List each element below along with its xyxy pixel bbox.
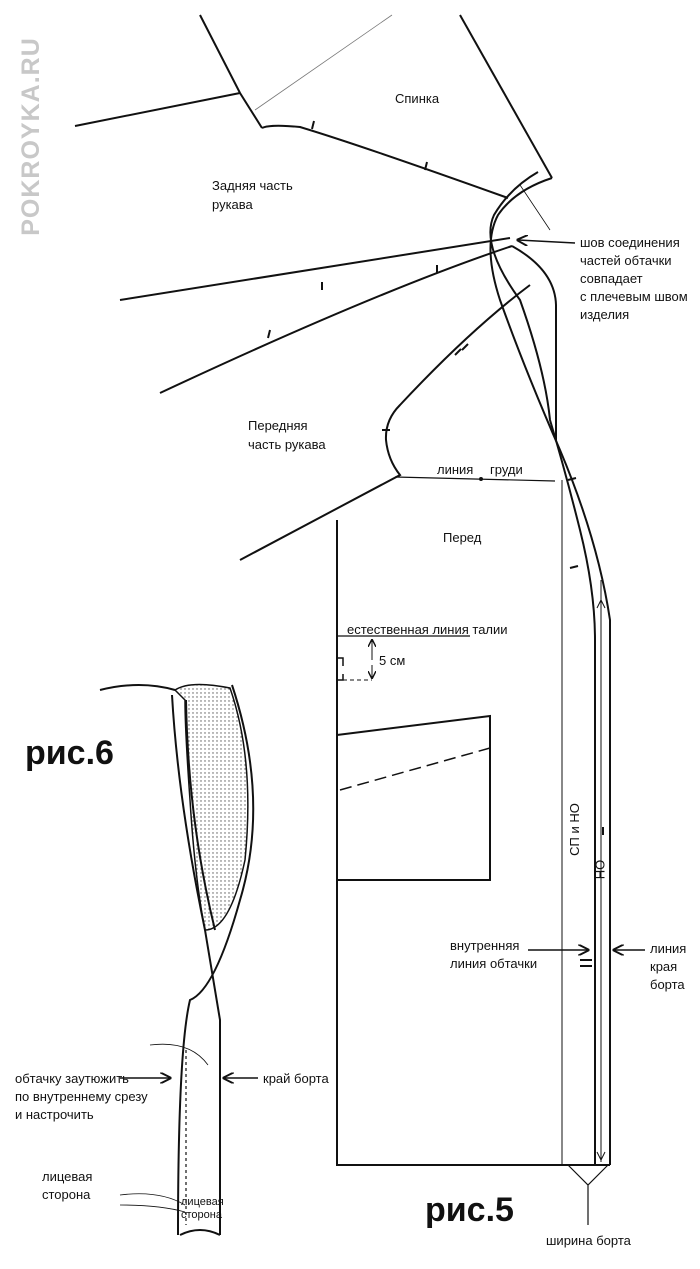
seam-note-2: частей обтачки — [580, 253, 672, 268]
right-side-1: лицевая — [42, 1169, 93, 1184]
edge-line-2: края — [650, 959, 678, 974]
right-side-small-1: лицевая — [181, 1196, 224, 1208]
back-piece — [74, 14, 553, 199]
label-front-sleeve-2: часть рукава — [248, 437, 326, 452]
bust-line-label-2: груди — [490, 462, 523, 477]
label-back-sleeve-2: рукава — [212, 197, 253, 212]
label-front: Перед — [443, 530, 482, 545]
seam-note-3: совпадает — [580, 271, 643, 286]
press-note-2: по внутреннему срезу — [15, 1089, 148, 1104]
label-back-sleeve-1: Задняя часть — [212, 178, 293, 193]
bust-line — [394, 476, 556, 482]
border-width-label: ширина борта — [546, 1233, 631, 1248]
press-note-3: и настрочить — [15, 1107, 94, 1122]
seam-note-1: шов соединения — [580, 235, 680, 250]
front-piece — [336, 480, 610, 1166]
waist-line-label: естественная линия талии — [347, 622, 508, 637]
label-back: Спинка — [395, 91, 440, 106]
inner-facing-line-2: линия обтачки — [450, 956, 538, 971]
fig5-title: рис.5 — [425, 1191, 514, 1229]
bust-line-label-1: линия — [437, 462, 474, 477]
facing — [489, 171, 611, 1225]
inner-facing-line-1: внутренняя — [450, 938, 520, 953]
edge-label: край борта — [263, 1071, 329, 1086]
no-label: НО — [592, 859, 608, 880]
right-side-2: сторона — [42, 1187, 91, 1202]
edge-line-1: линия — [650, 941, 687, 956]
press-note-1: обтачку заутюжить — [15, 1071, 129, 1086]
seam-note-4: с плечевым швом — [580, 289, 688, 304]
sleeve-lines — [119, 237, 557, 561]
fig6-drawing — [99, 683, 255, 1236]
edge-line-3: борта — [650, 977, 685, 992]
label-front-sleeve-1: Передняя — [248, 418, 308, 433]
fig6-title: рис.6 — [25, 734, 114, 772]
seam-note-5: изделия — [580, 307, 630, 322]
right-side-small-2: сторона — [181, 1209, 222, 1221]
waist-offset-label: 5 см — [379, 653, 406, 668]
cf-label: СП и НО — [566, 803, 582, 856]
